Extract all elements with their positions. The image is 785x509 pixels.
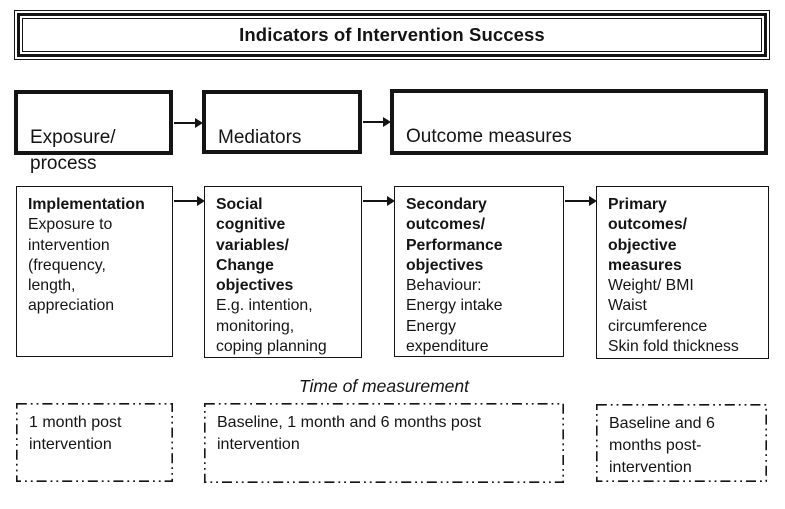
flow-box-exposure-process: Exposure/ process [14,90,173,174]
flow-box-mediators: Mediators [202,90,362,154]
flow-box-outcome-measures-label: Outcome measures [406,126,572,147]
arrow-right-icon [383,117,391,127]
arrow-right-icon [387,196,395,206]
dash-dot-border-icon [204,403,564,483]
arrow-right-icon [195,118,203,128]
detail-box-social-cognitive-body: E.g. intention, monitoring, coping plann… [216,297,327,356]
detail-box-primary-outcomes-heading: Primary outcomes/ objective measures [608,196,687,274]
detail-box-social-cognitive-heading: Social cognitive variables/ Change objec… [216,196,294,295]
time-box-baseline-6-months: Baseline and 6 months post- intervention [596,404,767,482]
detail-box-secondary-outcomes-heading: Secondary outcomes/ Performance objectiv… [406,196,503,274]
arrow-shaft [565,200,590,202]
figure-title: Indicators of Intervention Success [239,24,545,45]
time-box-1-month-post: 1 month post intervention [16,403,173,482]
arrow-shaft [363,121,384,123]
arrow-shaft [174,200,198,202]
dash-dot-border-icon [596,404,767,482]
time-box-baseline-1-6-months: Baseline, 1 month and 6 months post inte… [204,403,564,483]
flow-box-mediators-label: Mediators [218,127,302,148]
detail-box-primary-outcomes-body: Weight/ BMI Waist circumference Skin fol… [608,277,739,356]
flow-box-outcome-measures: Outcome measures [390,89,768,155]
arrow-shaft [174,122,196,124]
detail-box-implementation: Implementation Exposure to intervention … [16,186,173,357]
detail-box-secondary-outcomes-body: Behaviour: Energy intake Energy expendit… [406,277,503,356]
time-of-measurement-label: Time of measurement [298,376,470,396]
detail-box-social-cognitive-variables: Social cognitive variables/ Change objec… [204,186,362,358]
detail-box-implementation-body: Exposure to intervention (frequency, len… [28,216,115,315]
title-box: Indicators of Intervention Success [14,10,770,60]
arrow-right-icon [197,196,205,206]
detail-box-implementation-heading: Implementation [28,196,145,213]
dash-dot-border-icon [16,403,173,482]
flow-box-exposure-process-label: Exposure/ process [30,127,116,174]
detail-box-secondary-outcomes: Secondary outcomes/ Performance objectiv… [394,186,564,357]
title-box-middle-rule: Indicators of Intervention Success [17,13,767,57]
time-box-3-text: Baseline and 6 months post- intervention [609,415,715,476]
arrow-shaft [363,200,388,202]
time-box-1-text: 1 month post intervention [29,414,122,453]
title-box-inner-rule: Indicators of Intervention Success [22,18,762,52]
detail-box-primary-outcomes: Primary outcomes/ objective measures Wei… [596,186,769,359]
arrow-right-icon [589,196,597,206]
time-box-2-text: Baseline, 1 month and 6 months post inte… [217,414,482,453]
